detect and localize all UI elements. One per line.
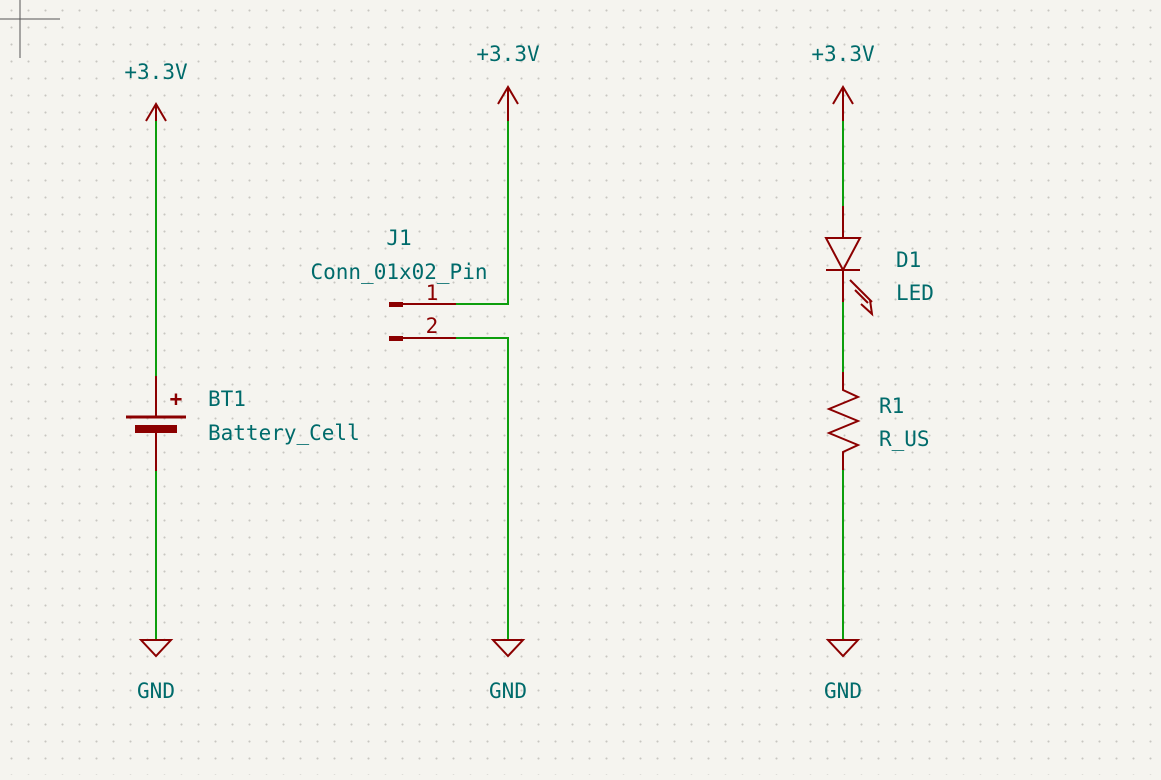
power-symbol-3v3-middle[interactable]: +3.3V bbox=[476, 42, 540, 121]
ground-label: GND bbox=[137, 679, 175, 703]
connector-symbol[interactable]: 1 2 bbox=[389, 281, 456, 341]
connector-ref: J1 bbox=[386, 226, 411, 250]
ground-label: GND bbox=[824, 679, 862, 703]
battery-value: Battery_Cell bbox=[208, 421, 360, 445]
battery-symbol[interactable]: + bbox=[126, 376, 186, 471]
connector-pin2-number: 2 bbox=[426, 314, 439, 338]
power-symbol-3v3-left[interactable]: +3.3V bbox=[124, 60, 188, 122]
led-symbol[interactable] bbox=[824, 206, 874, 317]
ground-label: GND bbox=[489, 679, 527, 703]
connector-value: Conn_01x02_Pin bbox=[310, 260, 487, 284]
led-ref: D1 bbox=[896, 248, 921, 272]
power-label: +3.3V bbox=[124, 60, 188, 84]
power-label: +3.3V bbox=[811, 42, 875, 66]
ground-symbol-right[interactable]: GND bbox=[824, 639, 862, 703]
power-label: +3.3V bbox=[476, 42, 540, 66]
connector-pin1-number: 1 bbox=[426, 281, 439, 305]
wire-connector-pin2[interactable] bbox=[456, 337, 509, 640]
led-value: LED bbox=[896, 281, 934, 305]
led-light-arrows-icon bbox=[849, 279, 874, 317]
battery-polarity-plus: + bbox=[170, 387, 183, 411]
ground-symbol-middle[interactable]: GND bbox=[489, 639, 527, 703]
wire-connector-pin1[interactable] bbox=[456, 121, 509, 305]
resistor-value: R_US bbox=[879, 427, 930, 451]
ground-symbol-left[interactable]: GND bbox=[137, 639, 175, 703]
resistor-ref: R1 bbox=[879, 394, 904, 418]
power-symbol-3v3-right[interactable]: +3.3V bbox=[811, 42, 875, 121]
battery-ref: BT1 bbox=[208, 387, 246, 411]
cursor-crosshair-icon bbox=[0, 0, 60, 58]
resistor-symbol[interactable] bbox=[826, 372, 861, 470]
